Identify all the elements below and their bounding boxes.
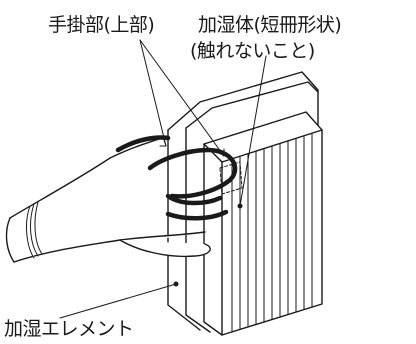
humidifier-body-label: 加湿体(短冊形状) (198, 14, 342, 36)
handle-top-label: 手掛部(上部) (48, 14, 155, 36)
pointer-lines (59, 39, 267, 319)
humidifier-strips (231, 133, 313, 333)
element-middle-panel (185, 81, 319, 333)
humidifier-caution-label: (触れないこと) (190, 40, 315, 62)
hand-illustration (5, 135, 211, 263)
element-label: 加湿エレメント (4, 318, 134, 340)
finger-strokes (115, 135, 238, 221)
